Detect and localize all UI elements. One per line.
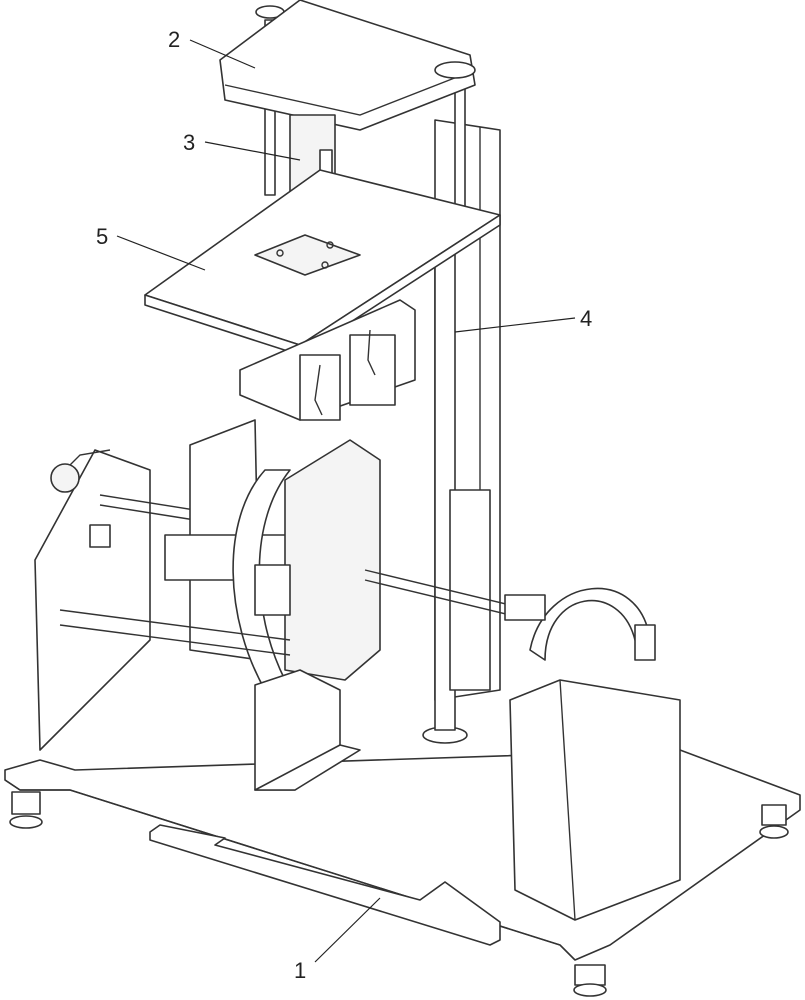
label-2: 2 [168, 27, 180, 52]
label-4: 4 [580, 306, 592, 331]
left-support [34, 449, 196, 751]
label-5: 5 [96, 224, 108, 249]
right-support [504, 587, 681, 921]
lifting-plate [144, 169, 501, 356]
gripper-assembly [239, 299, 416, 421]
label-3: 3 [183, 130, 195, 155]
label-1: 1 [294, 958, 306, 983]
support-frame [434, 119, 501, 731]
top-plate [219, 0, 476, 131]
reference-labels: 2 3 5 4 1 [96, 27, 592, 983]
central-housing [59, 419, 511, 791]
